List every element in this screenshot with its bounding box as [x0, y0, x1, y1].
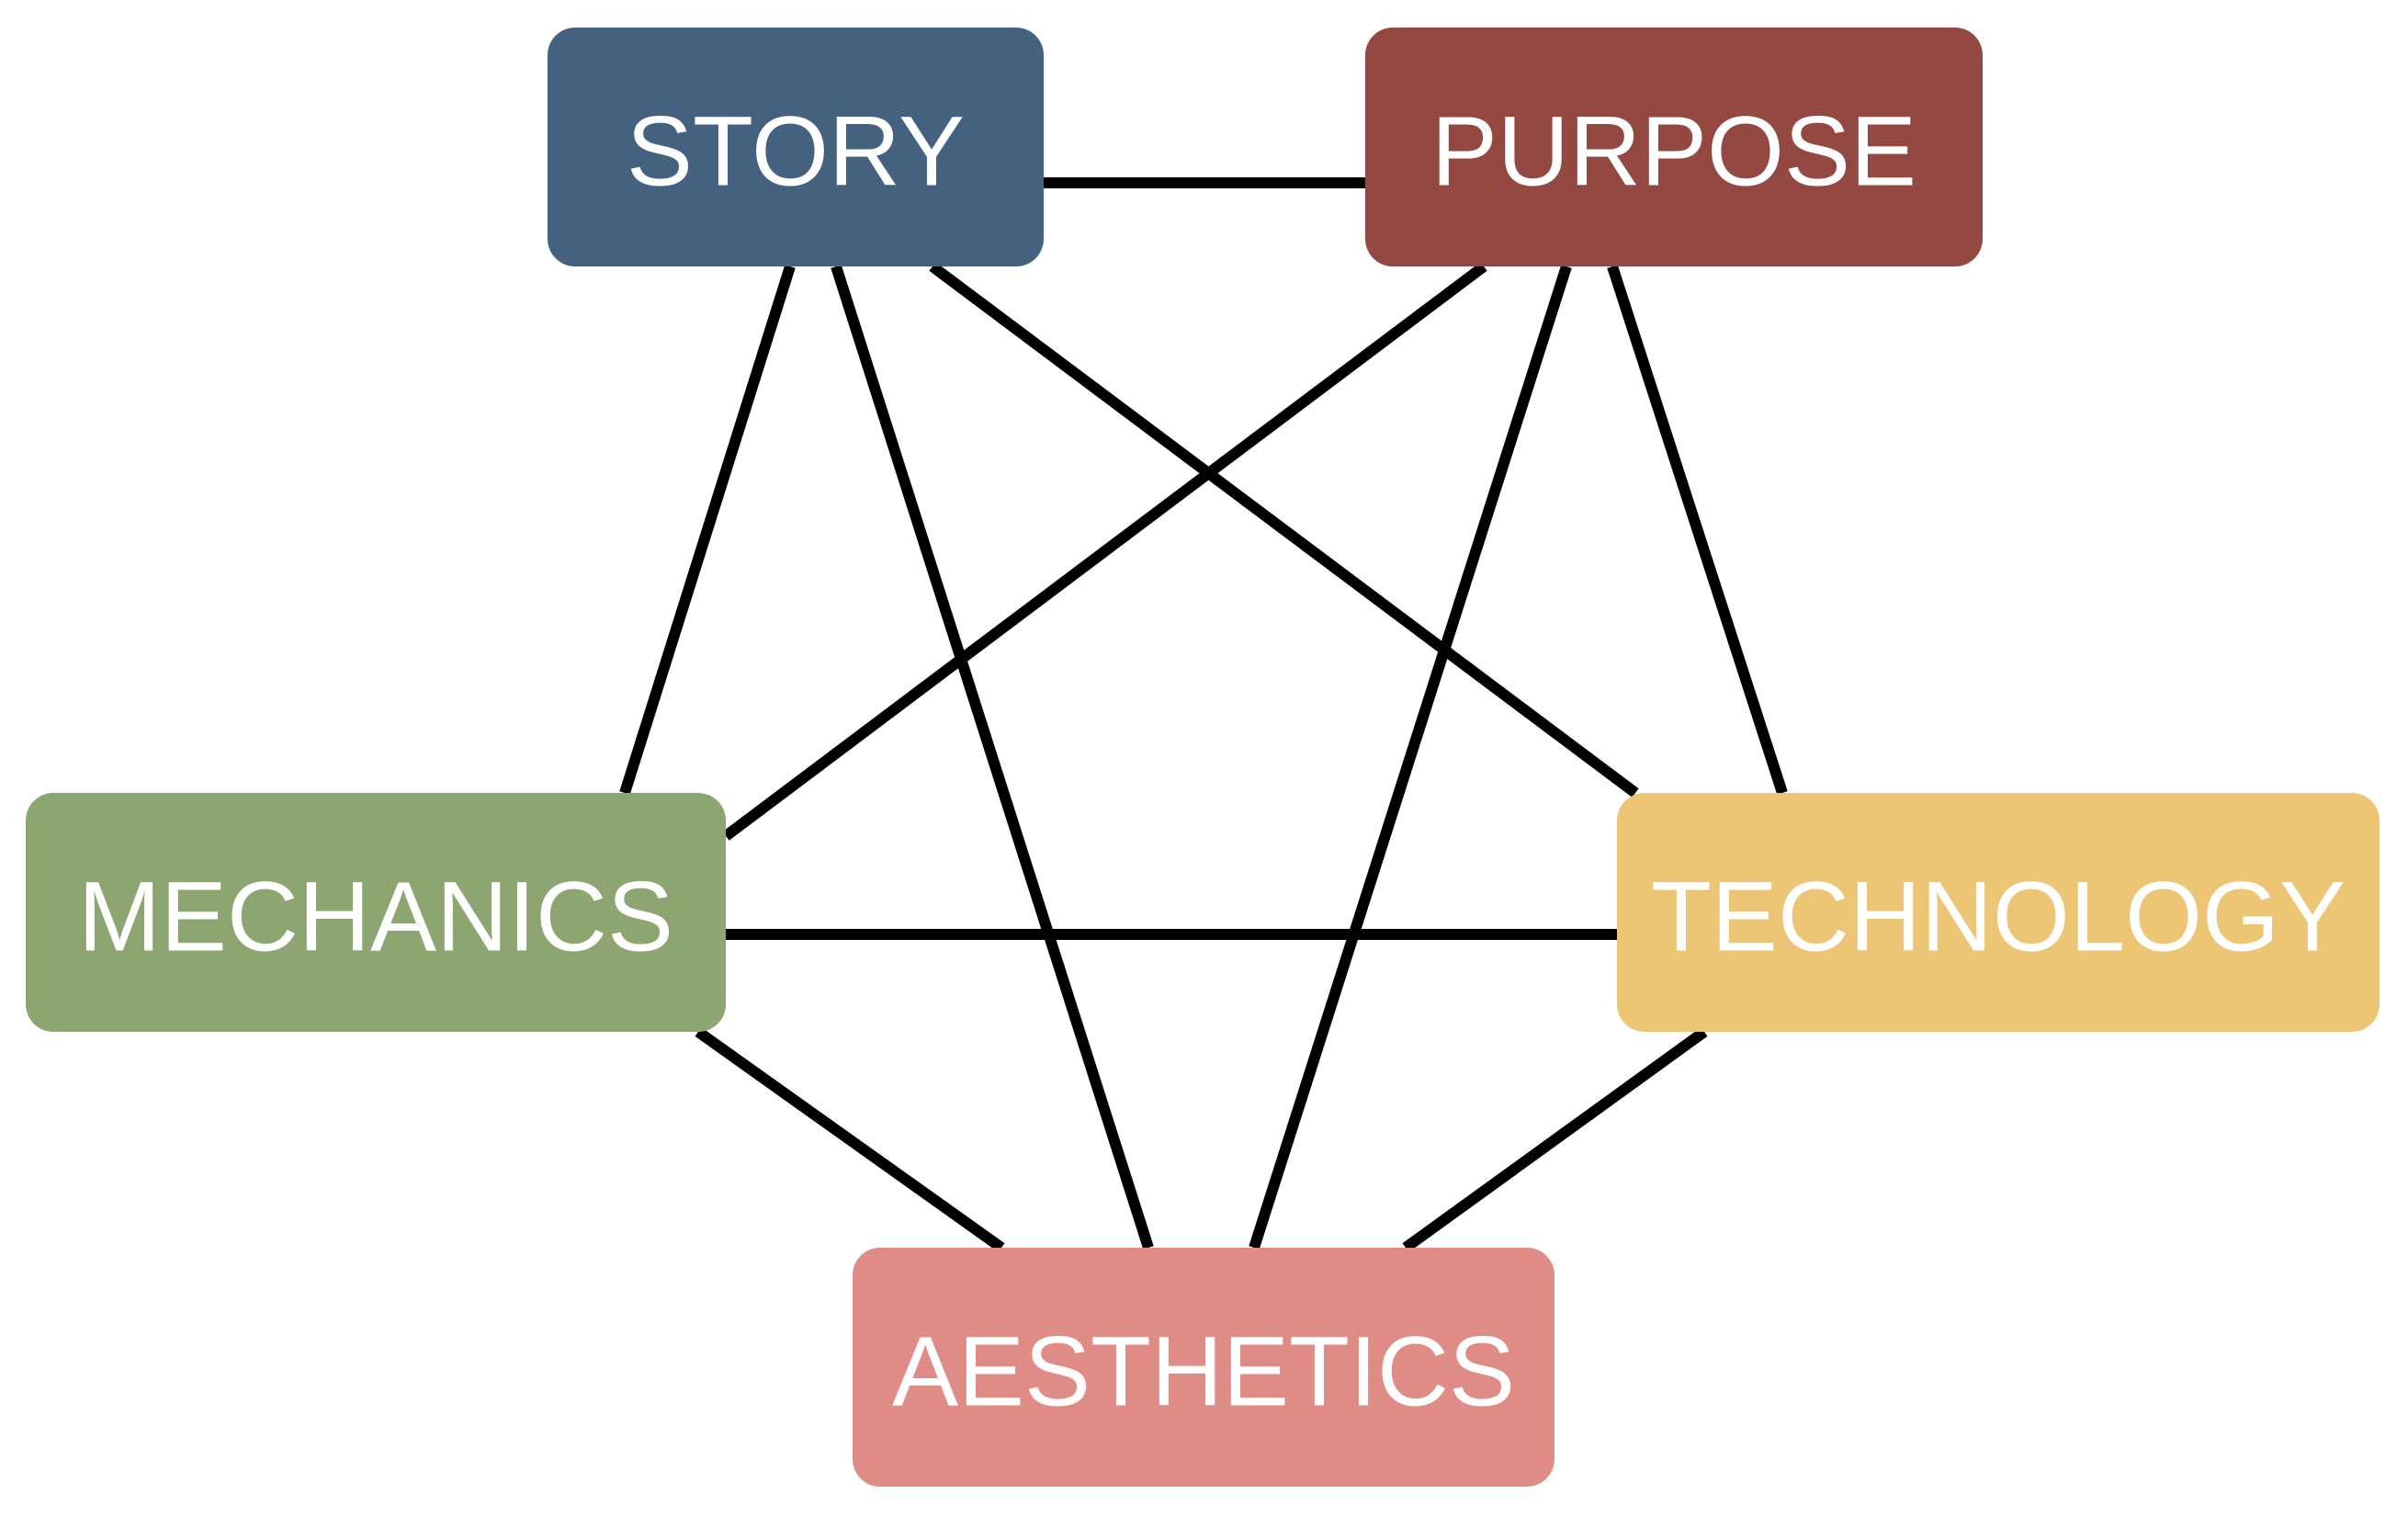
- node-purpose: PURPOSE: [1365, 28, 1983, 266]
- edge-technology-aesthetics: [1402, 1027, 1708, 1252]
- edge-story-aesthetics: [831, 265, 1154, 1250]
- node-story: STORY: [548, 28, 1044, 266]
- node-mechanics: MECHANICS: [26, 793, 726, 1032]
- node-box-story: [548, 28, 1044, 266]
- edges-layer: [619, 177, 1788, 1252]
- node-label-mechanics: MECHANICS: [78, 861, 673, 972]
- node-box-purpose: [1365, 28, 1983, 266]
- nodes-layer: STORY PURPOSE MECHANICS TECHNOLOGY AESTHETIC…: [26, 28, 2380, 1487]
- node-label-story: STORY: [627, 96, 965, 207]
- node-label-purpose: PURPOSE: [1431, 96, 1916, 207]
- node-technology: TECHNOLOGY: [1617, 793, 2380, 1032]
- edge-purpose-aesthetics: [1249, 265, 1572, 1250]
- edge-purpose-technology: [1607, 265, 1788, 795]
- edge-purpose-mechanics: [722, 262, 1487, 841]
- node-box-aesthetics: [853, 1248, 1554, 1487]
- node-aesthetics: AESTHETICS: [853, 1248, 1554, 1487]
- node-box-technology: [1617, 793, 2380, 1032]
- edge-mechanics-aesthetics: [695, 1027, 1005, 1252]
- edge-story-technology: [929, 262, 1639, 798]
- node-label-aesthetics: AESTHETICS: [892, 1316, 1515, 1427]
- node-label-technology: TECHNOLOGY: [1651, 861, 2346, 972]
- node-box-mechanics: [26, 793, 726, 1032]
- edge-story-mechanics: [619, 265, 796, 795]
